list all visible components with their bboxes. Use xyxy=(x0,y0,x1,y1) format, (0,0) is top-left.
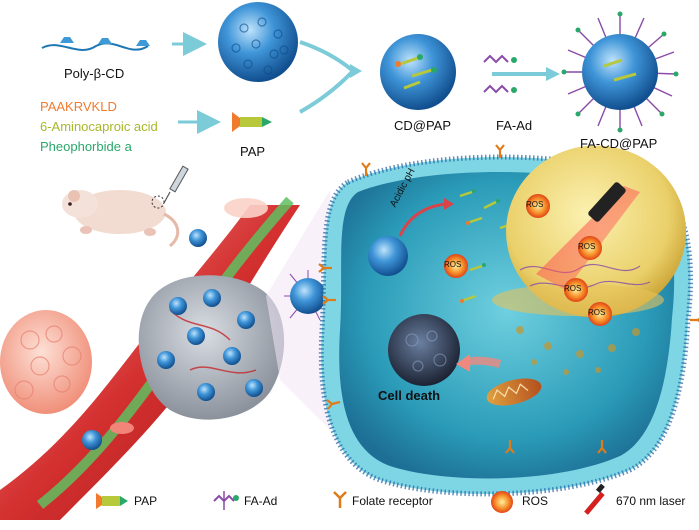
cell-death-label: Cell death xyxy=(378,388,441,403)
death-arrow-head xyxy=(456,354,470,372)
ros-label-2: ROS xyxy=(444,260,462,269)
legend-pap-label: PAP xyxy=(134,494,158,508)
legend-laser-label: 670 nm laser xyxy=(616,494,686,508)
death-arrow xyxy=(465,356,502,368)
cd-pap-nanoparticle xyxy=(380,34,456,110)
legend-icons xyxy=(96,483,605,515)
ros-label-1: ROS xyxy=(526,200,544,209)
legend-pap-icon xyxy=(96,493,128,509)
legend-fa-ad-label: FA-Ad xyxy=(244,494,278,508)
pink-tumor xyxy=(0,310,92,414)
legend-laser-icon xyxy=(584,483,605,515)
endocytosed-nanoparticle xyxy=(368,236,408,276)
poly-cd-label: Poly-β-CD xyxy=(64,66,125,81)
fa-ad-label: FA-Ad xyxy=(496,118,533,133)
poly-cd-chain xyxy=(41,37,150,51)
syringe xyxy=(163,165,189,204)
dead-cell xyxy=(388,314,460,386)
legend-ros-label: ROS xyxy=(522,494,549,508)
legend-folate-receptor-icon xyxy=(333,491,347,508)
acidic-arrow-head xyxy=(444,198,454,210)
vessel-nanoparticle xyxy=(82,430,102,450)
ros-label-3: ROS xyxy=(578,242,596,251)
legend-folate-receptor-label: Folate receptor xyxy=(352,494,433,508)
pap-label: PAP xyxy=(240,144,266,159)
photosensitizer-label: Pheophorbide a xyxy=(40,139,132,154)
peptide-label: PAAKRVKLD xyxy=(40,99,117,114)
legend-fa-ad-icon xyxy=(213,491,239,510)
gray-tumor xyxy=(138,275,285,420)
arrow-merge xyxy=(299,40,354,114)
ros-label-4: ROS xyxy=(564,284,582,293)
vessel-nanoparticle-2 xyxy=(189,229,207,247)
cd-pap-label: CD@PAP xyxy=(394,118,452,133)
mouse xyxy=(62,190,180,248)
pap-molecule xyxy=(232,112,272,132)
legend-ros-icon xyxy=(491,491,513,513)
targeting-nanoparticle xyxy=(284,270,333,321)
poly-cd-nanoparticle xyxy=(218,2,298,82)
acidic-arrow xyxy=(398,202,447,237)
arrow-to-fa-cd-pap-head xyxy=(546,67,560,81)
ros-label-5: ROS xyxy=(588,308,606,317)
mitochondrion xyxy=(486,378,542,406)
fa-cd-pap-label: FA-CD@PAP xyxy=(580,136,658,151)
linker-label: 6-Aminocaproic acid xyxy=(40,119,158,134)
ros-bursts xyxy=(444,194,612,326)
arrow-merge-head xyxy=(350,64,362,78)
fa-cd-pap-nanoparticle xyxy=(561,11,679,133)
fa-ad-molecules xyxy=(483,54,517,94)
